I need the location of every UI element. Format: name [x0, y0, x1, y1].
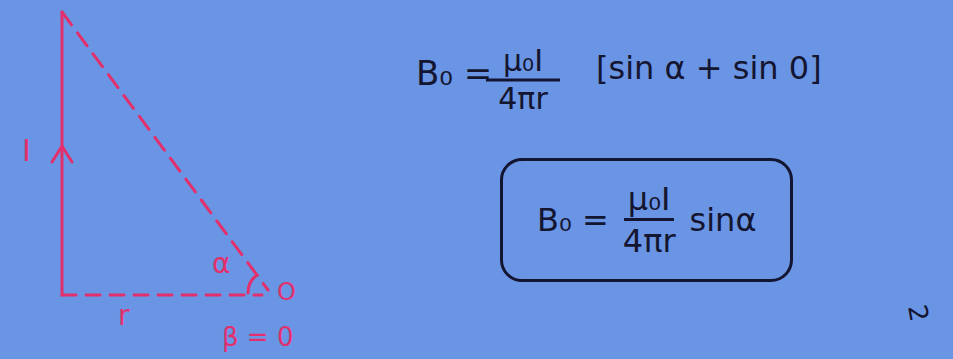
point-label: O — [277, 280, 296, 304]
angle-arc — [248, 275, 257, 293]
result-sine: sinα — [690, 204, 757, 236]
formula-lhs: B₀ = — [416, 56, 492, 90]
hypotenuse-dashed — [62, 12, 268, 290]
boxed-result: B₀ = μ₀I4πr sinα — [500, 158, 793, 282]
formula-numerator: μ₀I — [503, 46, 543, 76]
page-mark: 2 — [904, 303, 932, 324]
angle-label: α — [212, 250, 230, 278]
result-lhs: B₀ = — [537, 204, 609, 236]
result-fraction: μ₀I4πr — [623, 183, 676, 257]
fraction-line — [486, 79, 560, 82]
current-wire — [61, 12, 64, 295]
formula-bracket: [sin α + sin 0] — [596, 52, 822, 84]
result-denominator: 4πr — [623, 221, 676, 257]
current-label: I — [22, 136, 31, 166]
current-arrow — [52, 146, 72, 162]
result-numerator: μ₀I — [624, 183, 675, 221]
base-dashed — [62, 294, 262, 297]
beta-label: β = 0 — [222, 324, 293, 350]
distance-label: r — [118, 302, 130, 330]
formula-denominator: 4πr — [498, 84, 547, 114]
